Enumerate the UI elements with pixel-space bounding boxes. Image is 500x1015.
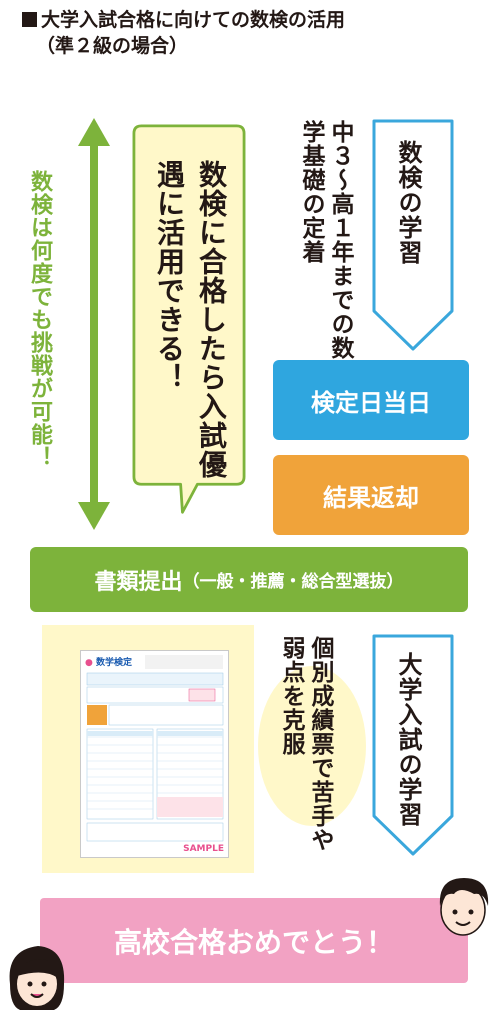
score-report-image: ● 数学検定 SAMPLE xyxy=(80,650,229,858)
individual-report-note: 個別成績票で苦手や弱点を克服 xyxy=(278,636,333,852)
study-stage-arrow-top xyxy=(372,119,454,351)
congrats-banner: 高校合格おめでとう！ xyxy=(40,898,468,983)
docs-sublabel: （一般・推薦・総合型選抜） xyxy=(182,572,404,592)
exam-day-label: 検定日当日 xyxy=(311,388,431,417)
result-label: 結果返却 xyxy=(323,483,419,512)
report-logo: ● 数学検定 xyxy=(85,658,133,668)
callout-text: 数検に合格したら入試優遇に活用できる！ xyxy=(153,160,228,479)
docs-label: 書類提出 xyxy=(94,569,183,595)
page-subtitle: （準２級の場合） xyxy=(36,35,189,57)
docs-step: 書類提出（一般・推薦・総合型選抜） xyxy=(30,547,468,612)
square-bullet-icon xyxy=(22,12,37,27)
report-table-graphic xyxy=(86,655,224,842)
callout-bubble xyxy=(132,124,246,514)
report-logo-text: 数学検定 xyxy=(96,658,133,668)
page-title-text: 大学入試合格に向けての数検の活用 xyxy=(41,9,346,31)
double-arrow-icon xyxy=(78,118,110,530)
exam-day-step: 検定日当日 xyxy=(273,360,469,440)
note-blob xyxy=(258,666,366,826)
retry-note: 数検は何度でも挑戦が可能！ xyxy=(27,170,52,469)
basics-note: 中３～高１年までの数学基礎の定着 xyxy=(298,120,353,360)
study-stage-arrow-bottom xyxy=(372,634,454,856)
study-top-label: 数検の学習 xyxy=(394,140,422,265)
result-step: 結果返却 xyxy=(273,455,469,535)
boy-face-icon xyxy=(439,878,489,936)
page-title: 大学入試合格に向けての数検の活用 xyxy=(22,8,345,33)
study-bottom-label: 大学入試の学習 xyxy=(394,652,422,827)
sample-watermark: SAMPLE xyxy=(183,844,224,854)
girl-face-icon xyxy=(9,946,65,1010)
congrats-text: 高校合格おめでとう！ xyxy=(113,925,394,959)
